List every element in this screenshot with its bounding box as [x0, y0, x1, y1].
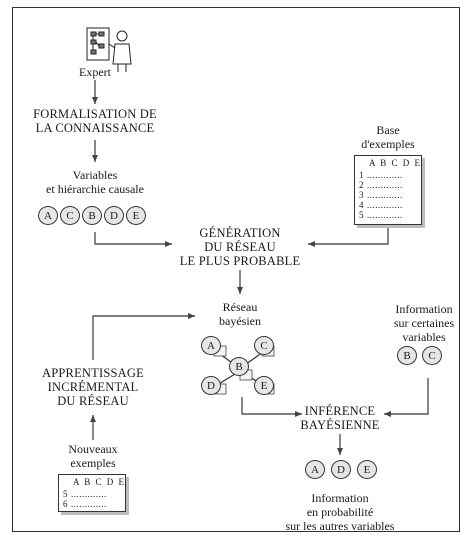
table-row: 4 .............: [355, 200, 421, 210]
nouveaux-table: A B C D E 5 ............. 6 ............…: [58, 474, 126, 512]
network-node-a: A: [201, 336, 221, 355]
inference-line2: BAYÉSIENNE: [300, 418, 380, 432]
reseau-title: Réseau bayésien: [200, 300, 280, 328]
result-line3: sur les autres variables: [285, 519, 395, 533]
reseau-line2: bayésien: [219, 314, 261, 328]
result-line1: Information: [311, 491, 369, 505]
row-values: .............: [367, 210, 403, 220]
evidence-node-b: B: [397, 346, 417, 365]
base-exemples-header: A B C D E: [369, 158, 422, 168]
inference-block: INFÉRENCE BAYÉSIENNE: [290, 404, 390, 432]
table-row: 6 .............: [59, 499, 125, 509]
row-values: .............: [367, 180, 403, 190]
row-values: .............: [71, 499, 107, 509]
table-row: 5 .............: [355, 210, 421, 220]
table-row: 5 .............: [59, 489, 125, 499]
row-number: 1: [359, 170, 364, 180]
apprentissage-line1: APPRENTISSAGE: [42, 366, 144, 380]
network-node-e: E: [254, 376, 274, 395]
base-exemples-line1: Base: [376, 123, 400, 137]
table-row: 2 .............: [355, 180, 421, 190]
network-node-b: B: [229, 357, 249, 376]
arrow-reseau-to-inference: [241, 397, 302, 417]
row-values: .............: [367, 200, 403, 210]
row-number: 5: [63, 489, 68, 499]
apprentissage-line2: INCRÉMENTAL: [47, 380, 139, 394]
arrow-apprentissage-to-reseau: [92, 313, 195, 360]
arrow-variables-to-generation: [94, 232, 172, 247]
information-block: Information sur certaines variables: [378, 302, 470, 344]
arrow-information-to-inference: [384, 378, 429, 417]
information-line2: sur certaines: [393, 316, 455, 330]
result-node-a: A: [305, 460, 325, 479]
variable-node-b: B: [82, 206, 102, 225]
result-line2: en probabilité: [306, 505, 374, 519]
nouveaux-line1: Nouveaux: [68, 442, 118, 456]
result-node-e: E: [357, 460, 377, 479]
inference-line1: INFÉRENCE: [304, 404, 376, 418]
variables-block: Variables et hiérarchie causale: [35, 168, 155, 196]
row-number: 6: [63, 499, 68, 509]
row-number: 3: [359, 190, 364, 200]
nouveaux-title: Nouveaux exemples: [55, 442, 131, 470]
result-block: Information en probabilité sur les autre…: [280, 491, 400, 533]
formalisation-line1: FORMALISATION DE: [33, 107, 157, 121]
row-number: 2: [359, 180, 364, 190]
reseau-line1: Réseau: [222, 300, 258, 314]
network-node-c: C: [254, 336, 274, 355]
generation-block: GÉNÉRATION DU RÉSEAU LE PLUS PROBABLE: [170, 226, 310, 268]
row-values: .............: [367, 170, 403, 180]
expert-label: Expert: [79, 65, 111, 79]
diagram-frame: [12, 7, 460, 532]
generation-line2: DU RÉSEAU: [204, 240, 276, 254]
base-exemples-title: Base d'exemples: [348, 123, 428, 151]
apprentissage-block: APPRENTISSAGE INCRÉMENTAL DU RÉSEAU: [25, 366, 161, 408]
variables-line1: Variables: [72, 168, 118, 182]
variable-node-a: A: [38, 206, 58, 225]
nouveaux-line2: exemples: [70, 456, 116, 470]
information-line3: variables: [402, 330, 446, 344]
formalisation-block: FORMALISATION DE LA CONNAISSANCE: [25, 107, 165, 135]
evidence-node-c: C: [422, 346, 442, 365]
formalisation-line2: LA CONNAISSANCE: [35, 121, 155, 135]
base-exemples-table: A B C D E 1 ............. 2 ............…: [354, 155, 422, 225]
result-node-d: D: [331, 460, 351, 479]
row-values: .............: [71, 489, 107, 499]
generation-line3: LE PLUS PROBABLE: [179, 254, 301, 268]
information-line1: Information: [395, 302, 453, 316]
variable-node-e: E: [126, 206, 146, 225]
nouveaux-header: A B C D E: [73, 477, 126, 487]
row-number: 4: [359, 200, 364, 210]
row-values: .............: [367, 190, 403, 200]
arrow-base-to-generation: [308, 225, 389, 247]
network-node-d: D: [201, 376, 221, 395]
variable-node-d: D: [104, 206, 124, 225]
table-row: 3 .............: [355, 190, 421, 200]
variables-line2: et hiérarchie causale: [46, 182, 144, 196]
expert-icon: [86, 27, 132, 72]
generation-line1: GÉNÉRATION: [199, 226, 281, 240]
variable-node-c: C: [60, 206, 80, 225]
table-row: 1 .............: [355, 170, 421, 180]
base-exemples-line2: d'exemples: [361, 137, 415, 151]
apprentissage-line3: DU RÉSEAU: [57, 394, 129, 408]
row-number: 5: [359, 210, 364, 220]
